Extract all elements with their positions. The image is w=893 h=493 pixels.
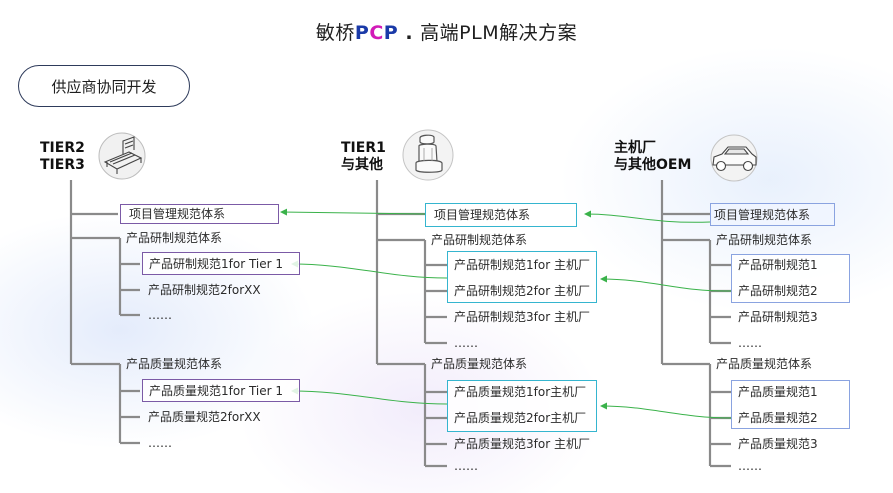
- tier1-rd-item-1: 产品研制规范1for 主机厂: [454, 258, 590, 272]
- oem-heading-line2: 与其他OEM: [614, 157, 692, 173]
- tier1-project-box: 项目管理规范体系: [425, 203, 577, 227]
- arrow-rd-tier1-to-tier2: [291, 260, 448, 279]
- tier1-rd-item-2: 产品研制规范2for 主机厂: [454, 284, 590, 298]
- arrow-qa-tier1-to-tier2: [291, 387, 448, 405]
- title-brand-c: C: [369, 22, 384, 44]
- oem-qa-item-1: 产品质量规范1: [738, 385, 818, 399]
- oem-rd-highlight-box: [731, 254, 850, 303]
- tier2-qa-item-2: 产品质量规范2forXX: [148, 410, 261, 424]
- oem-qa-item-2: 产品质量规范2: [738, 411, 818, 425]
- tier2-qa-item-1: 产品质量规范1for Tier 1: [142, 379, 300, 402]
- oem-heading-line1: 主机厂: [614, 140, 656, 156]
- tier2-rd-item-2: 产品研制规范2forXX: [148, 283, 261, 297]
- oem-project-box: 项目管理规范体系: [710, 203, 835, 226]
- tree-lines-tier2: [69, 180, 140, 445]
- oem-rd-item-3: 产品研制规范3: [738, 310, 818, 324]
- flow-arrows: [280, 208, 732, 419]
- arrow-rd-oem-to-tier1: [600, 275, 732, 292]
- page-title: 敏桥PCP . 高端PLM解决方案: [0, 18, 893, 45]
- oem-qa-item-3: 产品质量规范3: [738, 437, 818, 451]
- tier1-heading-line2: 与其他: [341, 157, 383, 173]
- tier1-qa-group: 产品质量规范体系: [431, 357, 528, 371]
- oem-qa-group: 产品质量规范体系: [716, 357, 813, 371]
- tier2-qa-group: 产品质量规范体系: [126, 357, 223, 371]
- tier1-qa-highlight-box: [447, 380, 597, 432]
- section-pill: 供应商协同开发: [18, 65, 190, 107]
- oem-rd-group: 产品研制规范体系: [716, 233, 813, 247]
- tier1-rd-group: 产品研制规范体系: [431, 233, 528, 247]
- tier1-qa-item-1: 产品质量规范1for主机厂: [454, 385, 587, 399]
- seat-frame-icon: [93, 132, 151, 180]
- title-separator: .: [398, 22, 421, 44]
- oem-heading: 主机厂 与其他OEM: [614, 140, 691, 174]
- oem-rd-item-1: 产品研制规范1: [738, 258, 818, 272]
- tier1-heading: TIER1 与其他: [341, 140, 386, 174]
- tier1-rd-item-4: ……: [454, 336, 478, 350]
- car-seat-icon: [400, 128, 456, 182]
- tier2-rd-group: 产品研制规范体系: [126, 231, 223, 245]
- tier2-rd-item-3: ……: [148, 308, 172, 322]
- tier1-qa-item-4: ……: [454, 459, 478, 473]
- title-brand-p1: P: [354, 22, 370, 44]
- tier1-rd-item-3: 产品研制规范3for 主机厂: [454, 310, 590, 324]
- oem-qa-highlight-box: [731, 380, 850, 429]
- oem-rd-item-4: ……: [738, 336, 762, 350]
- tier1-qa-item-2: 产品质量规范2for主机厂: [454, 411, 587, 425]
- tier2-heading-line1: TIER2: [40, 140, 85, 156]
- tier1-qa-item-3: 产品质量规范3for 主机厂: [454, 437, 590, 451]
- title-brand-p2: P: [383, 22, 399, 44]
- tier2-project-box: 项目管理规范体系: [120, 204, 279, 224]
- suv-car-icon: [706, 134, 762, 182]
- title-suffix: 高端PLM解决方案: [420, 22, 578, 44]
- tier1-heading-line1: TIER1: [341, 140, 386, 156]
- arrow-project-oem-to-tier1: [584, 210, 711, 223]
- tier2-rd-item-1: 产品研制规范1for Tier 1: [142, 252, 300, 275]
- tier2-heading-line2: TIER3: [40, 157, 85, 173]
- title-brand-prefix: 敏桥: [315, 22, 355, 44]
- oem-qa-item-4: ……: [738, 459, 762, 473]
- tier1-rd-highlight-box: [447, 251, 597, 303]
- arrow-project-tier1-to-tier2: [280, 208, 426, 216]
- tier2-heading: TIER2 TIER3: [40, 140, 85, 174]
- tier2-qa-item-3: ……: [148, 436, 172, 450]
- arrow-qa-oem-to-tier1: [600, 402, 732, 419]
- oem-rd-item-2: 产品研制规范2: [738, 284, 818, 298]
